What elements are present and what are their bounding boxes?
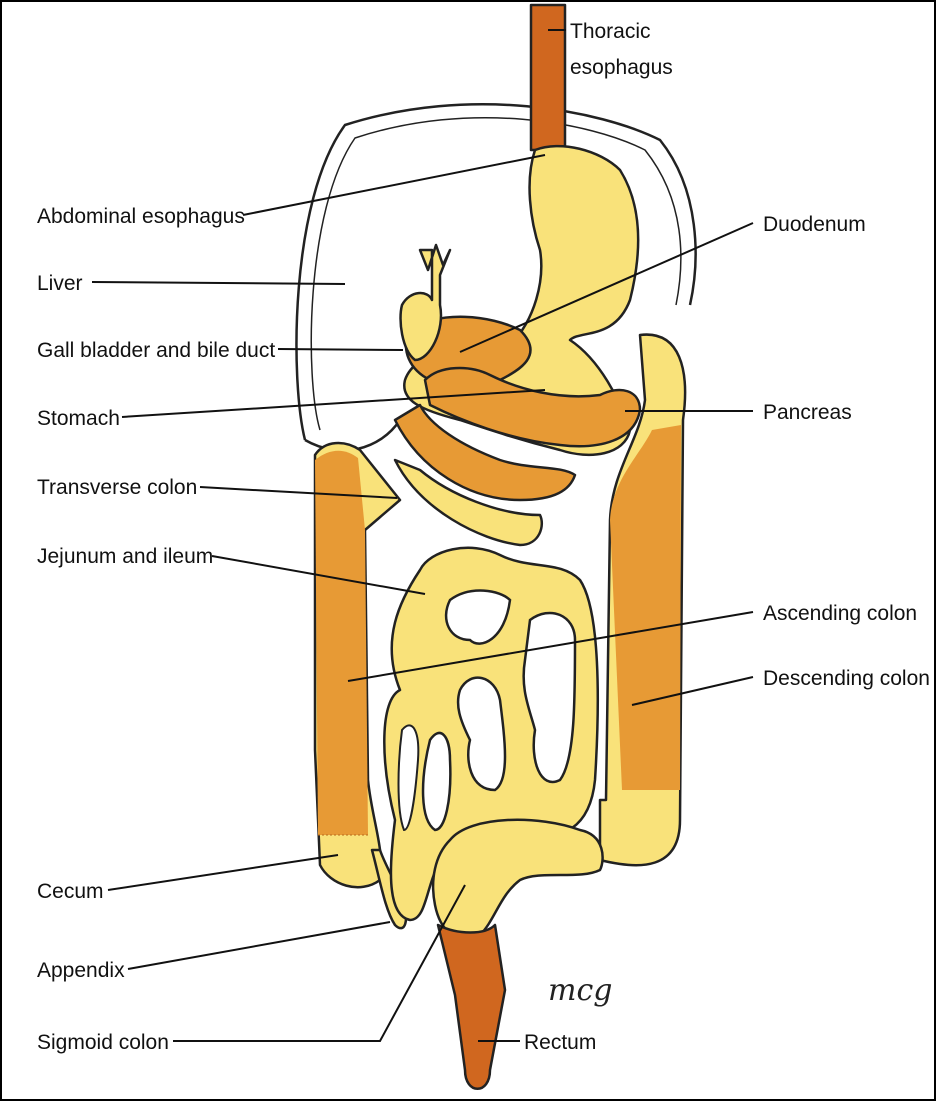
label-duodenum: Duodenum	[763, 213, 866, 236]
sigmoid-colon-shape	[433, 820, 602, 938]
label-stomach: Stomach	[37, 407, 120, 430]
rectum-shape	[438, 925, 505, 1089]
label-gall-bladder: Gall bladder and bile duct	[37, 339, 275, 362]
label-thoracic-esophagus-line1: Thoracic	[570, 20, 651, 43]
artist-signature: mcg	[548, 973, 612, 1008]
label-liver: Liver	[37, 272, 83, 295]
ascending-colon-orange	[315, 451, 368, 835]
label-sigmoid-colon: Sigmoid colon	[37, 1031, 169, 1054]
label-thoracic-esophagus-line2: esophagus	[570, 56, 673, 79]
label-pancreas: Pancreas	[763, 401, 852, 424]
label-rectum: Rectum	[524, 1031, 596, 1054]
label-transverse-colon: Transverse colon	[37, 476, 197, 499]
label-jejunum-ileum: Jejunum and ileum	[37, 545, 213, 568]
label-ascending-colon: Ascending colon	[763, 602, 917, 625]
label-descending-colon: Descending colon	[763, 667, 930, 690]
label-cecum: Cecum	[37, 880, 104, 903]
label-appendix: Appendix	[37, 959, 125, 982]
thoracic-esophagus-shape	[531, 5, 565, 150]
label-abdominal-esophagus: Abdominal esophagus	[37, 205, 245, 228]
